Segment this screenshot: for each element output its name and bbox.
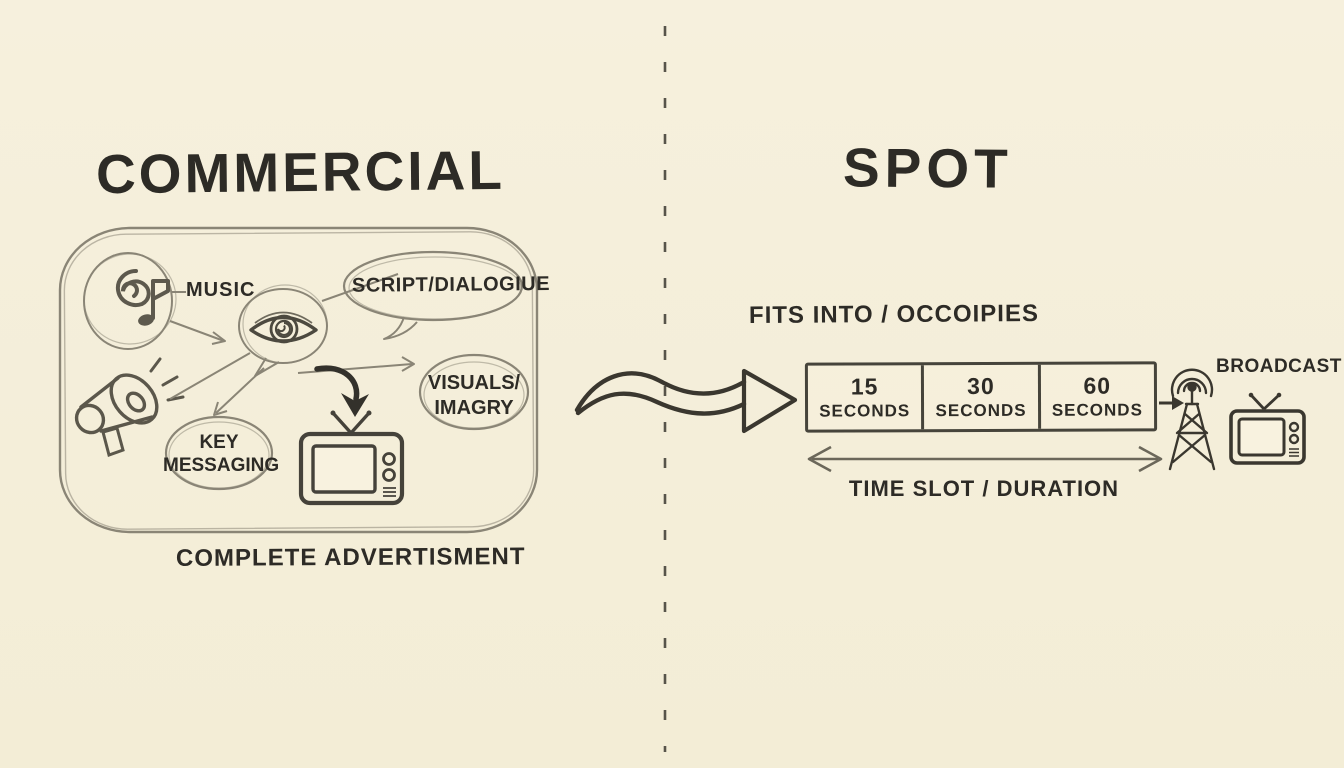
music-label: MUSIC <box>186 279 256 301</box>
visuals-label: VISUALS/ IMAGRY <box>418 371 530 421</box>
key-messaging-label: KEY MESSAGING <box>163 431 279 477</box>
slot-unit: SECONDS <box>1051 400 1143 420</box>
relation-arrows <box>169 273 415 416</box>
fits-into-label: FITS INTO / OCCOIPIES <box>748 299 1040 330</box>
slot-15-seconds: 15 SECONDS <box>808 365 922 429</box>
script-speech-bubble <box>342 250 524 340</box>
slot-value: 15 <box>850 373 879 400</box>
visuals-label-line2: IMAGRY <box>434 397 514 419</box>
slot-30-seconds: 30 SECONDS <box>921 364 1038 430</box>
retro-tv-icon <box>298 410 405 506</box>
complete-advertisment-caption: COMPLETE ADVERTISMENT <box>175 543 526 572</box>
commercial-container-outline <box>58 226 539 534</box>
script-label: SCRIPT/DIALOGIUE <box>351 272 551 297</box>
slot-value: 30 <box>967 372 995 400</box>
wavy-right-arrow-icon <box>574 368 798 434</box>
broadcast-label: BROADCAST <box>1216 356 1342 377</box>
key-messaging-oval <box>164 415 274 491</box>
arrow-slots-to-tower <box>1159 396 1184 410</box>
duration-double-arrow <box>807 445 1163 473</box>
slot-value: 60 <box>1083 372 1112 399</box>
key-label-line2: MESSAGING <box>163 455 280 476</box>
broadcast-tower-icon <box>1168 368 1216 471</box>
music-note-spiral-icon <box>83 252 177 350</box>
arrow-head-eye-key <box>213 401 228 416</box>
visuals-oval <box>418 353 530 431</box>
slot-unit: SECONDS <box>819 401 911 421</box>
slot-unit: SECONDS <box>935 400 1027 421</box>
arrow-head-eye-visuals <box>401 356 415 372</box>
commercial-title: COMMERCIAL <box>95 138 506 206</box>
retro-tv-icon <box>1229 392 1306 465</box>
curved-arrow-to-tv <box>314 365 369 417</box>
key-label-line1: KEY <box>199 432 239 453</box>
slot-60-seconds: 60 SECONDS <box>1037 364 1155 429</box>
visuals-label-line1: VISUALS/ <box>427 372 521 394</box>
arrow-head-music-eye <box>211 331 226 345</box>
time-slot-duration-label: TIME SLOT / DURATION <box>848 476 1120 501</box>
time-slot-strip: 15 SECONDS 30 SECONDS 60 SECONDS <box>804 361 1158 433</box>
spot-title: SPOT <box>842 136 1013 200</box>
